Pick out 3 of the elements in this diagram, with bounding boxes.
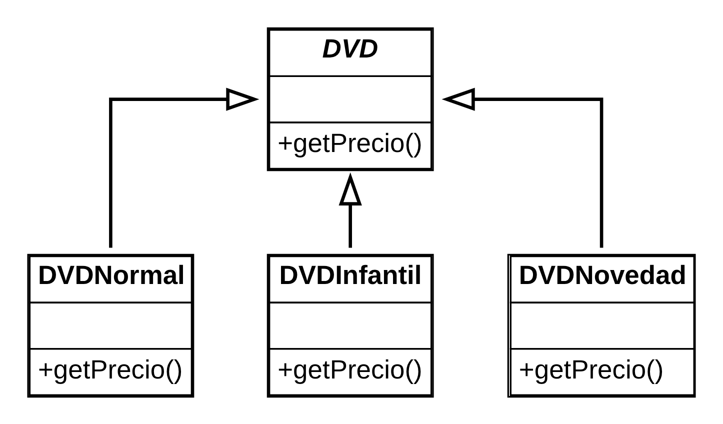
arrow	[338, 172, 362, 248]
arrow	[109, 87, 260, 248]
arrow	[442, 87, 604, 248]
